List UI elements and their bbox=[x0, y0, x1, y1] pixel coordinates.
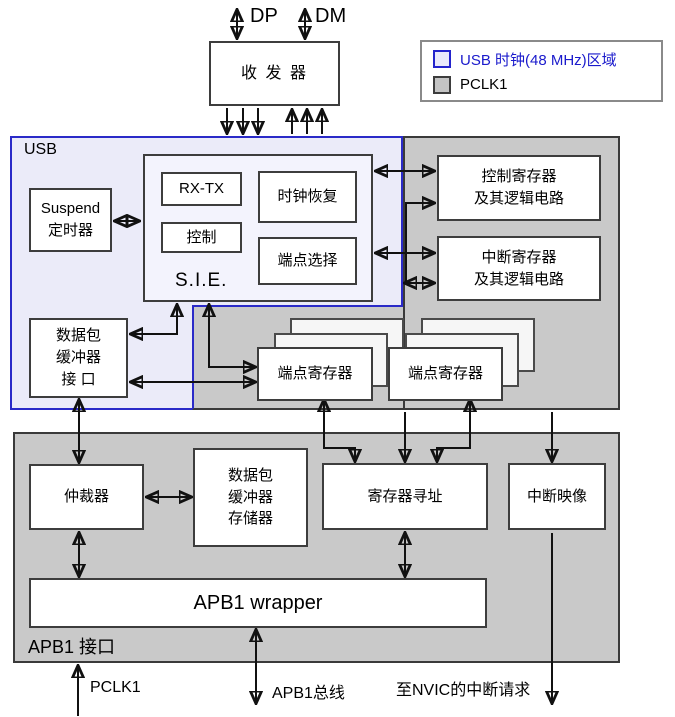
interrupt-mapping-box: 中断映像 bbox=[508, 463, 606, 530]
transceiver-box: 收 发 器 bbox=[209, 41, 340, 106]
apb1-wrapper-box: APB1 wrapper bbox=[29, 578, 487, 628]
usb-region-label: USB bbox=[24, 141, 57, 158]
register-addressing-box: 寄存器寻址 bbox=[322, 463, 488, 530]
packet-buffer-memory-box: 数据包 缓冲器 存储器 bbox=[193, 448, 308, 547]
interrupt-registers-box: 中断寄存器 及其逻辑电路 bbox=[437, 236, 601, 301]
endpoint-registers-right-box: 端点寄存器 bbox=[388, 347, 503, 401]
legend-pclk1-row: PCLK1 bbox=[433, 75, 661, 94]
endpoint-registers-right-label: 端点寄存器 bbox=[407, 365, 483, 383]
endpoint-registers-left-label: 端点寄存器 bbox=[277, 365, 353, 383]
legend: USB 时钟(48 MHz)区域 PCLK1 bbox=[420, 40, 663, 102]
legend-usb-clock-row: USB 时钟(48 MHz)区域 bbox=[433, 49, 661, 70]
transceiver-label: 收 发 器 bbox=[241, 64, 308, 82]
usb-clock-swatch-icon bbox=[433, 50, 451, 68]
apb1-wrapper-label: APB1 wrapper bbox=[193, 591, 323, 614]
arbiter-box: 仲裁器 bbox=[29, 464, 144, 530]
sie-label: S.I.E. bbox=[175, 270, 228, 291]
endpoint-select-box: 端点选择 bbox=[258, 237, 357, 285]
rx-tx-label: RX-TX bbox=[179, 180, 224, 198]
packet-buffer-interface-box: 数据包 缓冲器 接 口 bbox=[29, 318, 128, 398]
rx-tx-box: RX-TX bbox=[161, 172, 242, 206]
clock-recovery-box: 时钟恢复 bbox=[258, 171, 357, 223]
packet-buffer-memory-label: 数据包 缓冲器 存储器 bbox=[227, 466, 273, 528]
pclk1-swatch-icon bbox=[433, 75, 451, 94]
suspend-timer-label: Suspend 定时器 bbox=[40, 200, 101, 239]
endpoint-select-label: 端点选择 bbox=[277, 252, 338, 270]
legend-pclk1-label: PCLK1 bbox=[460, 76, 508, 93]
interrupt-registers-label: 中断寄存器 及其逻辑电路 bbox=[473, 248, 564, 288]
apb1-bus-label: APB1总线 bbox=[272, 685, 345, 702]
control-label: 控制 bbox=[186, 228, 217, 246]
nvic-interrupt-request-label: 至NVIC的中断请求 bbox=[396, 682, 531, 699]
clock-recovery-label: 时钟恢复 bbox=[277, 188, 338, 206]
suspend-timer-box: Suspend 定时器 bbox=[29, 188, 112, 252]
packet-buffer-interface-label: 数据包 缓冲器 接 口 bbox=[55, 327, 101, 388]
control-box: 控制 bbox=[161, 222, 242, 253]
legend-usb-clock-label: USB 时钟(48 MHz)区域 bbox=[460, 51, 617, 69]
endpoint-registers-left-box: 端点寄存器 bbox=[257, 347, 373, 401]
pclk1-input-label: PCLK1 bbox=[90, 679, 141, 696]
register-addressing-label: 寄存器寻址 bbox=[367, 487, 443, 505]
apb1-region-label: APB1 接口 bbox=[28, 637, 116, 657]
control-registers-label: 控制寄存器 及其逻辑电路 bbox=[473, 168, 564, 207]
interrupt-mapping-label: 中断映像 bbox=[526, 487, 587, 505]
control-registers-box: 控制寄存器 及其逻辑电路 bbox=[437, 155, 601, 221]
dm-pin-label: DM bbox=[315, 5, 347, 27]
arbiter-label: 仲裁器 bbox=[63, 488, 109, 506]
dp-pin-label: DP bbox=[250, 5, 278, 27]
